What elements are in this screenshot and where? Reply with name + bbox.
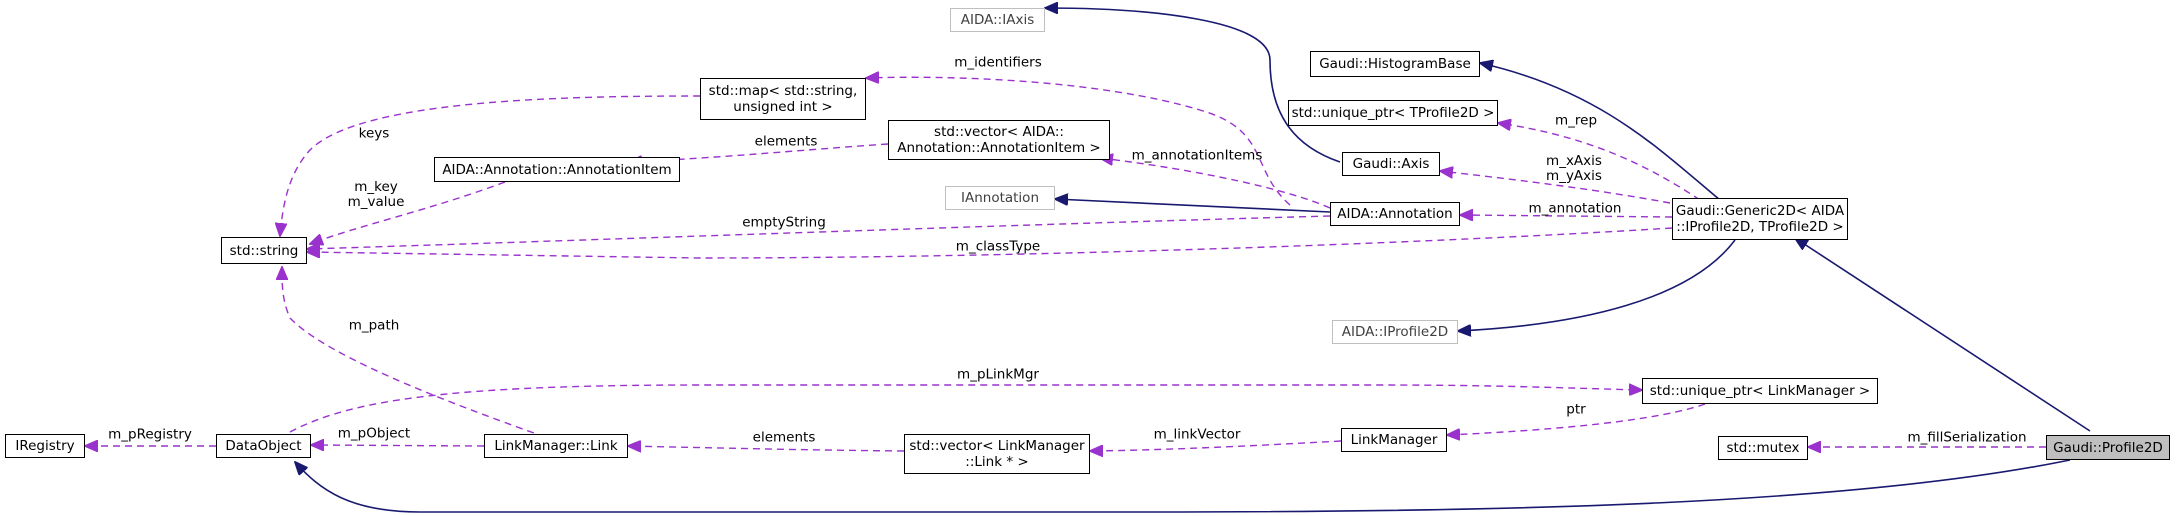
label-m-link-vector: m_linkVector xyxy=(1153,426,1241,443)
edge-m-rep xyxy=(1498,123,1701,201)
edge-annotation-inherits-iannotation xyxy=(1055,199,1331,213)
label-m-fill-serialization: m_fillSerialization xyxy=(1907,429,2027,446)
node-vector-annotation-item[interactable]: std::vector< AIDA:: Annotation::Annotati… xyxy=(888,120,1110,160)
label-m-plink-mgr: m_pLinkMgr xyxy=(957,366,1039,383)
edge-axis-inherits-iaxis xyxy=(1045,8,1341,163)
label-m-rep: m_rep xyxy=(1554,112,1598,129)
node-annotation-item[interactable]: AIDA::Annotation::AnnotationItem xyxy=(434,157,680,182)
label-empty-string: emptyString xyxy=(742,214,826,231)
edge-empty-string xyxy=(307,215,1331,249)
edge-m-key-value xyxy=(310,181,506,244)
node-std-string[interactable]: std::string xyxy=(221,237,307,264)
label-m-identifiers: m_identifiers xyxy=(954,54,1042,71)
label-keys: keys xyxy=(358,125,390,142)
label-m-xy-axis: m_xAxis m_yAxis xyxy=(1546,153,1602,184)
edge-m-identifiers xyxy=(866,77,1291,206)
edge-m-pobject xyxy=(311,445,485,446)
label-m-annotation-items: m_annotationItems xyxy=(1131,147,1263,164)
edge-profile2d-inherits-generic2d xyxy=(1795,238,2091,432)
label-m-key-value: m_key m_value xyxy=(347,179,405,210)
edge-m-path xyxy=(282,267,546,438)
edge-m-class-type xyxy=(307,227,1673,259)
edge-ptr xyxy=(1447,403,1706,435)
node-gaudi-profile2d[interactable]: Gaudi::Profile2D xyxy=(2046,435,2170,460)
edge-elements-link xyxy=(628,446,905,451)
node-vector-link[interactable]: std::vector< LinkManager ::Link * > xyxy=(904,434,1090,474)
node-iregistry[interactable]: IRegistry xyxy=(5,434,85,458)
edge-m-annotation-items xyxy=(1100,158,1331,209)
node-linkmanager[interactable]: LinkManager xyxy=(1341,428,1447,452)
edge-m-link-vector xyxy=(1090,440,1342,451)
label-elements-annot: elements xyxy=(754,133,818,150)
edge-m-xy-axis xyxy=(1440,171,1671,204)
edge-keys xyxy=(280,95,701,236)
node-gaudi-histogram-base[interactable]: Gaudi::HistogramBase xyxy=(1310,51,1480,77)
node-gaudi-axis[interactable]: Gaudi::Axis xyxy=(1342,152,1440,176)
label-m-pobject: m_pObject xyxy=(337,425,411,442)
node-unique-ptr-tprofile2d[interactable]: std::unique_ptr< TProfile2D > xyxy=(1288,100,1498,126)
node-unique-ptr-linkmanager[interactable]: std::unique_ptr< LinkManager > xyxy=(1642,378,1878,404)
label-m-class-type: m_classType xyxy=(955,238,1041,255)
edge-generic2d-inherits-iprofile2d xyxy=(1458,239,1736,331)
node-linkmanager-link[interactable]: LinkManager::Link xyxy=(484,434,628,458)
node-std-mutex[interactable]: std::mutex xyxy=(1718,436,1808,460)
label-m-path: m_path xyxy=(348,317,400,334)
label-ptr: ptr xyxy=(1566,401,1586,418)
node-aida-iaxis[interactable]: AIDA::IAxis xyxy=(950,8,1045,32)
edge-generic2d-inherits-histbase xyxy=(1480,63,1721,201)
node-data-object[interactable]: DataObject xyxy=(216,434,311,458)
node-gaudi-generic2d[interactable]: Gaudi::Generic2D< AIDA ::IProfile2D, TPr… xyxy=(1672,198,1848,240)
node-aida-annotation[interactable]: AIDA::Annotation xyxy=(1330,202,1460,226)
node-iannotation[interactable]: IAnnotation xyxy=(945,186,1055,210)
label-m-pregistry: m_pRegistry xyxy=(108,426,192,443)
node-std-map[interactable]: std::map< std::string, unsigned int > xyxy=(700,78,866,120)
label-m-annotation: m_annotation xyxy=(1528,200,1622,217)
edge-m-plink-mgr xyxy=(289,385,1642,433)
node-aida-iprofile2d[interactable]: AIDA::IProfile2D xyxy=(1332,320,1458,344)
edge-profile2d-inherits-dataobject xyxy=(295,459,2071,513)
label-elements-link: elements xyxy=(752,429,816,446)
